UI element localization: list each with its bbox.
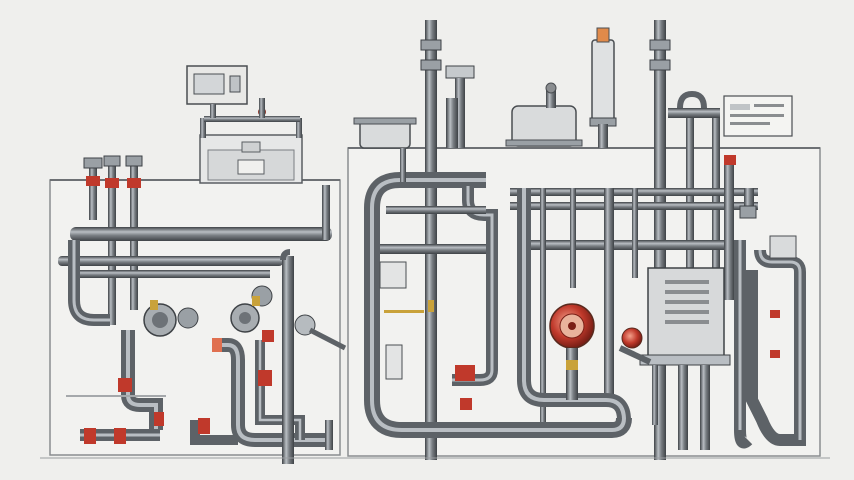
left-horizontal-pipes	[58, 185, 332, 326]
control-panel-icon	[186, 65, 266, 118]
left-top-tank	[199, 116, 303, 184]
heat-exchanger	[639, 267, 731, 450]
valve-icon	[84, 296, 274, 444]
right-valves	[428, 155, 736, 410]
right-main-loop	[364, 148, 632, 438]
tank-icon	[353, 82, 583, 149]
right-side-returns	[734, 235, 806, 449]
